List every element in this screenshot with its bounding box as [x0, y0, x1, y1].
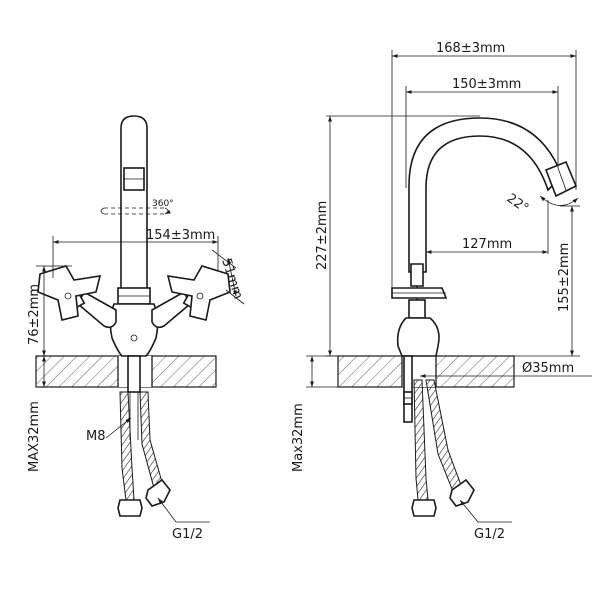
dim-handle-span: 154±3mm	[146, 228, 215, 243]
dim-max-counter-front: MAX32mm	[27, 401, 42, 472]
side-hose-right	[425, 379, 463, 495]
dim-swing-angle: 22°	[504, 191, 531, 217]
side-nut-left	[411, 499, 437, 517]
dim-total-height: 227±2mm	[315, 201, 330, 270]
dim-spout-reach: 150±3mm	[452, 77, 521, 92]
side-hose-left	[413, 379, 429, 501]
dim-total-reach: 168±3mm	[436, 41, 505, 56]
side-body	[396, 317, 440, 357]
front-nut-left	[117, 499, 143, 517]
dim-outlet-reach: 127mm	[462, 237, 512, 252]
thread-label: M8	[86, 429, 106, 444]
connector-label-side: G1/2	[474, 527, 505, 542]
dim-max-counter-side: Max32mm	[291, 403, 306, 472]
side-view: 168±3mm 150±3mm 227±2mm 22° 127mm 155±2m…	[291, 41, 592, 542]
dim-base-diameter: Ø35mm	[522, 361, 574, 376]
front-nut-right	[145, 478, 171, 507]
dim-outlet-height: 155±2mm	[557, 243, 572, 312]
connector-label-front: G1/2	[172, 527, 203, 542]
front-view: 360° 154±3mm 51mm	[27, 115, 245, 542]
front-hose-left	[119, 391, 135, 501]
side-nut-right	[449, 478, 475, 507]
front-hose-right	[139, 391, 163, 489]
front-body	[109, 303, 159, 357]
front-spout	[120, 115, 148, 291]
dim-height-above-counter: 76±2mm	[27, 284, 42, 345]
rotation-indicator	[100, 207, 171, 215]
rotation-label: 360°	[152, 199, 174, 209]
side-handle-top[interactable]	[410, 263, 424, 287]
